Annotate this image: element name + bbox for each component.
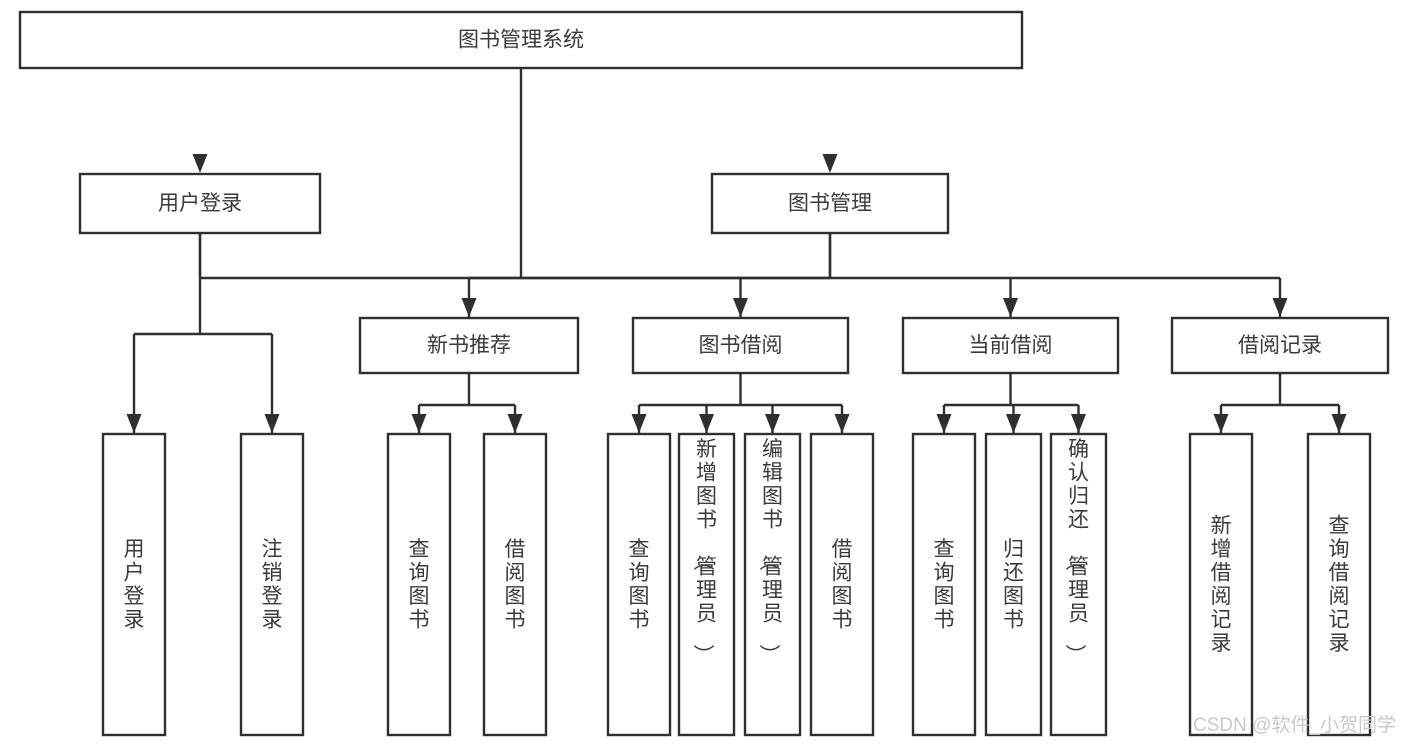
node-current-query-book[interactable]: 查询图书: [911, 432, 977, 737]
node-borrow-borrow-book[interactable]: 借阅图书: [809, 432, 875, 737]
arrow-head: [733, 298, 748, 317]
node-label-borrow-query-book: 查询图书: [629, 538, 650, 632]
arrow-head: [1272, 298, 1288, 317]
node-label-current-borrow: 当前借阅: [969, 334, 1053, 357]
node-box-borrow-borrow-book: [809, 432, 875, 737]
node-recommend-query-book[interactable]: 查询图书: [386, 432, 452, 737]
node-box-current-query-book: [911, 432, 977, 737]
node-box-book-borrow: [631, 316, 850, 375]
node-borrow-record[interactable]: 借阅记录: [1170, 316, 1390, 375]
node-new-book-recommend[interactable]: 新书推荐: [358, 316, 580, 375]
node-record-query[interactable]: 查询借阅记录: [1306, 432, 1372, 737]
arrow-head: [1331, 414, 1347, 433]
arrow-head: [834, 414, 850, 433]
node-label-borrow-add-book: 新增图书（管理员）: [691, 438, 717, 665]
node-box-current-confirm-return: [1049, 432, 1108, 737]
arrow-head: [461, 298, 477, 317]
node-label-borrow-record: 借阅记录: [1238, 334, 1322, 357]
node-user-logout-action[interactable]: 注销登录: [239, 432, 305, 737]
node-box-undefined: [18, 10, 1024, 70]
node-label-current-confirm-return: 确认归还（管理员）: [1063, 438, 1089, 665]
node-book-management[interactable]: 图书管理: [710, 172, 950, 235]
node-user-login[interactable]: 用户登录: [78, 172, 322, 235]
arrow-head: [264, 414, 280, 433]
arrow-head: [822, 154, 838, 173]
arrow-head: [1071, 414, 1086, 433]
node-label-new-book-recommend: 新书推荐: [427, 334, 511, 357]
node-borrow-query-book[interactable]: 查询图书: [606, 432, 672, 737]
node-box-borrow-record: [1170, 316, 1390, 375]
node-recommend-borrow-book[interactable]: 借阅图书: [482, 432, 548, 737]
arrow-head: [507, 414, 523, 433]
node-label-recommend-borrow-book: 借阅图书: [505, 538, 526, 632]
node-box-new-book-recommend: [358, 316, 580, 375]
node-borrow-add-book[interactable]: 新增图书（管理员）: [677, 432, 736, 737]
node-box-recommend-borrow-book: [482, 432, 548, 737]
node-box-user-logout-action: [239, 432, 305, 737]
node-undefined[interactable]: 图书管理系统: [18, 10, 1024, 70]
node-user-login-action[interactable]: 用户登录: [101, 432, 167, 737]
arrow-head: [192, 154, 208, 173]
node-label-user-login-action: 用户登录: [124, 538, 145, 632]
arrow-head: [936, 414, 952, 433]
node-box-book-management: [710, 172, 950, 235]
node-label-borrow-edit-book: 编辑图书（管理员）: [757, 438, 783, 665]
node-label-record-add: 新增借阅记录: [1211, 514, 1232, 655]
node-box-user-login: [78, 172, 322, 235]
arrow-head: [411, 414, 427, 433]
arrow-head: [1006, 414, 1021, 433]
connector-layer: [126, 68, 1347, 433]
node-box-record-add: [1188, 432, 1254, 737]
node-box-user-login-action: [101, 432, 167, 737]
node-label-undefined: 图书管理系统: [458, 29, 584, 52]
node-box-recommend-query-book: [386, 432, 452, 737]
node-label-user-logout-action: 注销登录: [262, 538, 283, 632]
arrow-head: [765, 414, 780, 433]
node-box-borrow-add-book: [677, 432, 736, 737]
node-current-confirm-return[interactable]: 确认归还（管理员）: [1049, 432, 1108, 737]
node-label-borrow-borrow-book: 借阅图书: [832, 538, 853, 632]
node-box-current-borrow: [901, 316, 1120, 375]
node-borrow-edit-book[interactable]: 编辑图书（管理员）: [743, 432, 802, 737]
node-label-recommend-query-book: 查询图书: [409, 538, 430, 632]
arrow-head: [126, 414, 142, 433]
node-current-return-book[interactable]: 归还图书: [984, 432, 1043, 737]
arrow-head: [1003, 298, 1018, 317]
arrow-head: [631, 414, 647, 433]
node-box-record-query: [1306, 432, 1372, 737]
node-label-book-borrow: 图书借阅: [699, 334, 783, 357]
node-layer: 图书管理系统用户登录用户登录注销登录图书管理新书推荐查询图书借阅图书图书借阅查询…: [18, 10, 1390, 737]
node-label-book-management: 图书管理: [788, 192, 872, 215]
node-label-current-return-book: 归还图书: [1003, 538, 1024, 632]
node-book-borrow[interactable]: 图书借阅: [631, 316, 850, 375]
node-label-user-login: 用户登录: [158, 192, 242, 215]
node-record-add[interactable]: 新增借阅记录: [1188, 432, 1254, 737]
node-current-borrow[interactable]: 当前借阅: [901, 316, 1120, 375]
node-label-current-query-book: 查询图书: [934, 538, 955, 632]
csdn-watermark: CSDN @软件_小贺同学: [1193, 714, 1396, 736]
arrow-head: [1213, 414, 1229, 433]
node-box-borrow-edit-book: [743, 432, 802, 737]
arrow-head: [699, 414, 714, 433]
node-box-borrow-query-book: [606, 432, 672, 737]
node-label-record-query: 查询借阅记录: [1329, 514, 1350, 655]
node-box-current-return-book: [984, 432, 1043, 737]
